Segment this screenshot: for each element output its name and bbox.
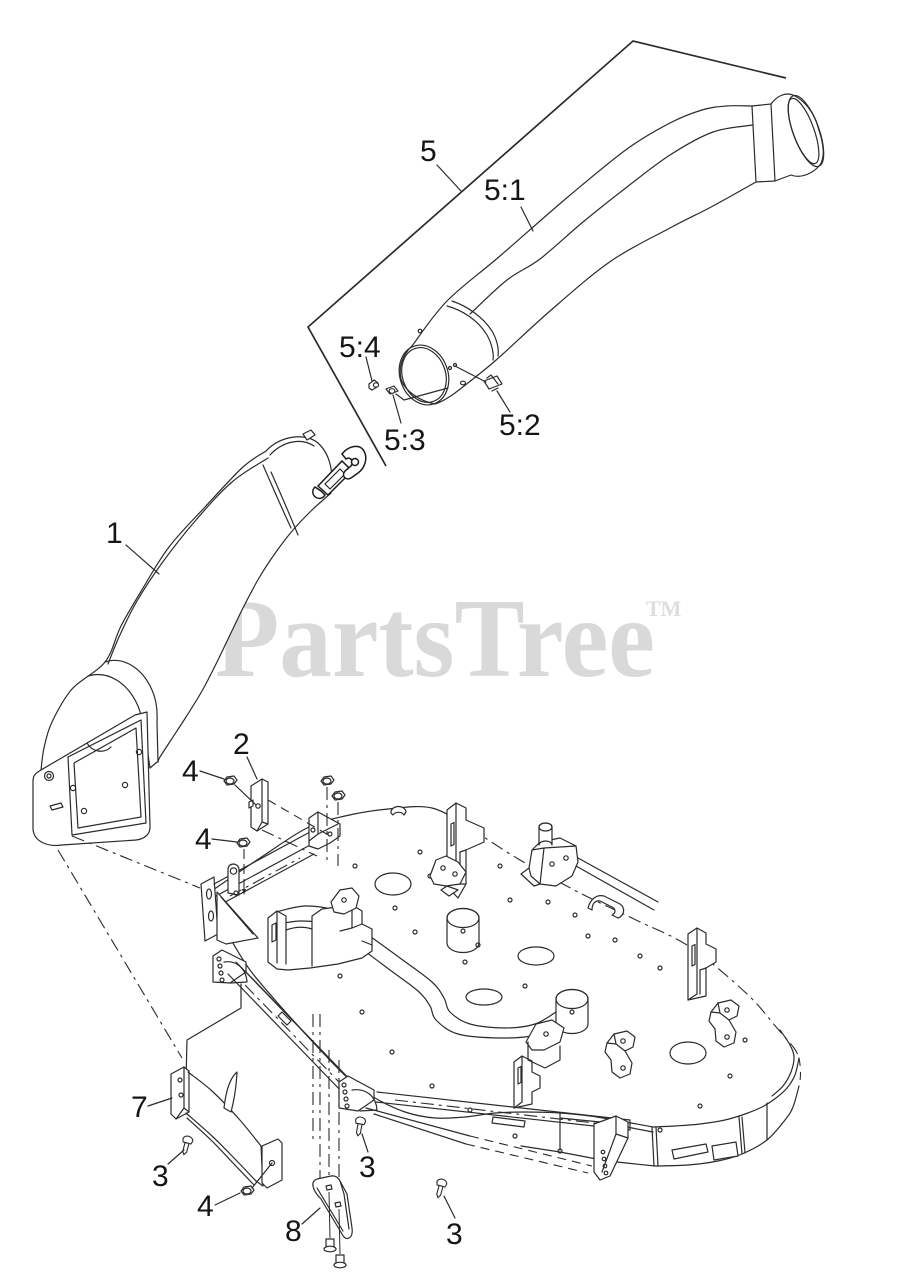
svg-text:7: 7 [131,1091,148,1124]
svg-text:5:3: 5:3 [384,424,426,457]
svg-text:3: 3 [152,1160,169,1193]
svg-text:8: 8 [285,1215,302,1248]
svg-text:2: 2 [233,728,250,761]
svg-text:5:1: 5:1 [484,174,526,207]
svg-text:4: 4 [182,755,199,788]
svg-text:5:4: 5:4 [339,331,381,364]
svg-text:4: 4 [197,1190,214,1223]
svg-text:5:2: 5:2 [499,409,541,442]
svg-text:3: 3 [446,1218,463,1251]
svg-text:4: 4 [195,823,212,856]
svg-text:5: 5 [420,135,437,168]
svg-text:1: 1 [106,517,123,550]
svg-text:TM: TM [646,596,682,621]
svg-text:PartsTree: PartsTree [215,577,655,701]
svg-text:3: 3 [359,1151,376,1184]
